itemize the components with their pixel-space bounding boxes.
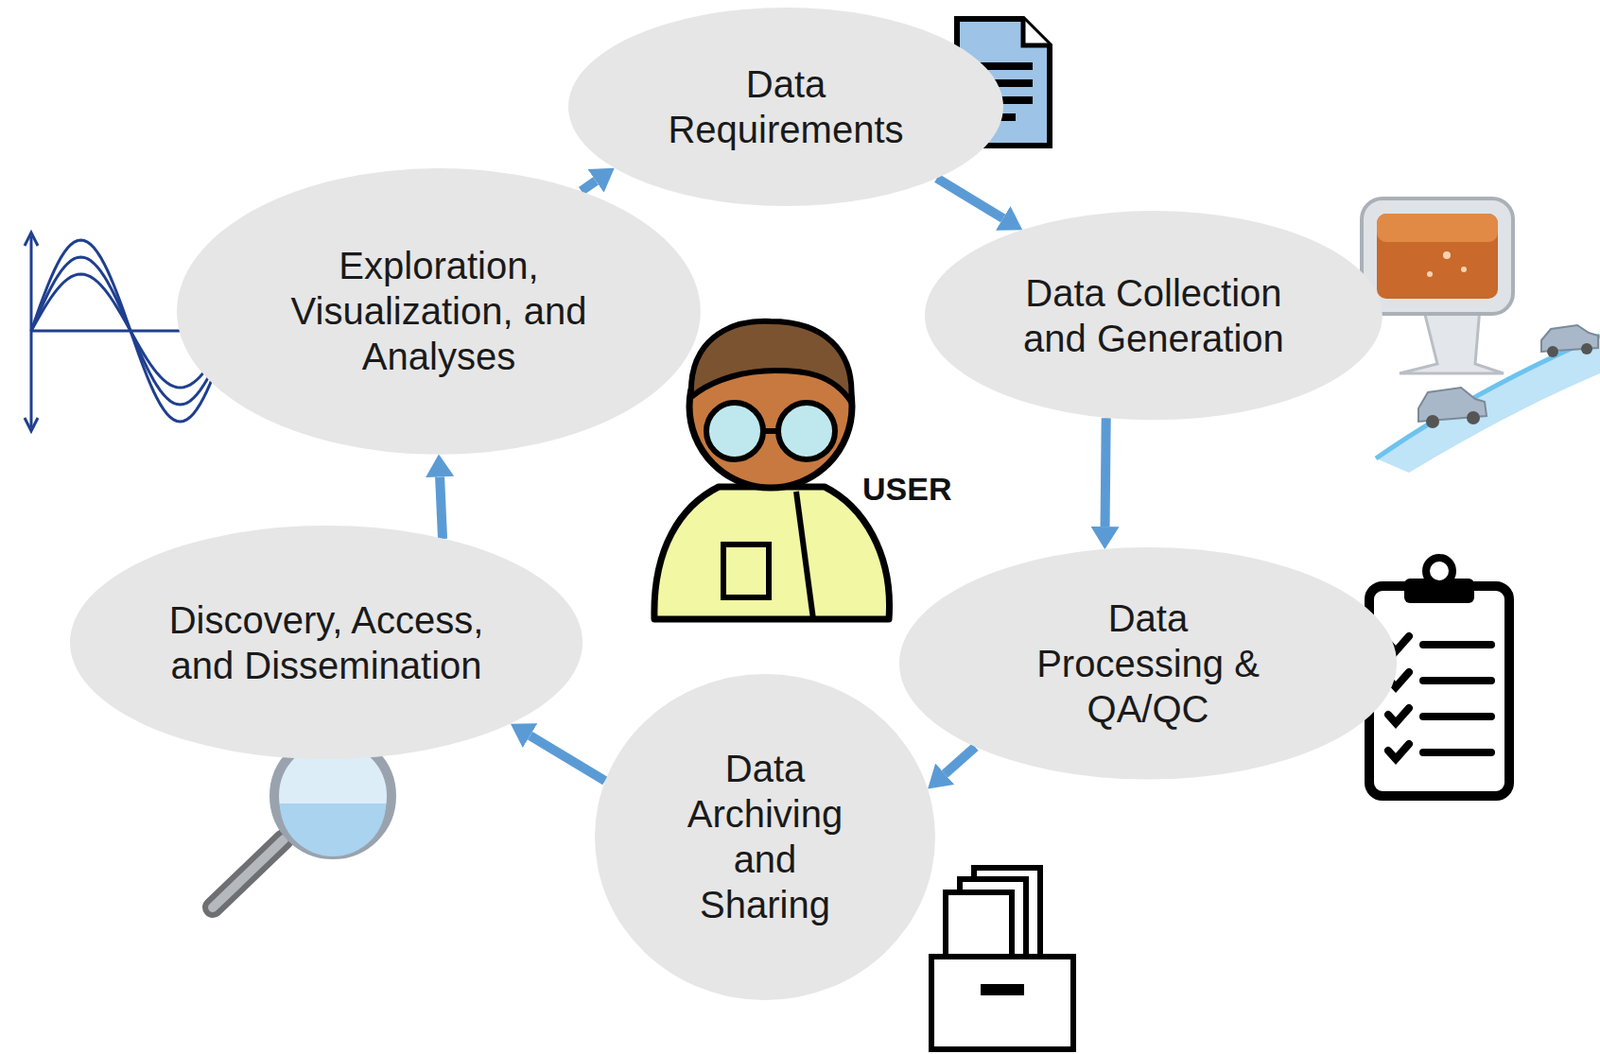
flow-arrow <box>937 178 1004 219</box>
flow-arrow <box>581 180 596 192</box>
ellipse-outline <box>594 674 936 1001</box>
flow-arrow <box>530 735 606 782</box>
simulator-icon <box>1361 198 1600 473</box>
stage-label: Data Collection and Generation <box>1002 270 1305 362</box>
stage-ellipse: Data Processing & QA/QC <box>899 547 1397 780</box>
stage-ellipse: Data Requirements <box>568 7 1004 207</box>
flow-arrow <box>944 747 975 774</box>
stage-ellipse: Discovery, Access, and Dissemination <box>69 525 583 760</box>
stage-ellipse: Data Archiving and Sharing <box>594 674 936 1001</box>
magnifier-icon <box>212 737 392 908</box>
user-figure <box>654 321 890 620</box>
flow-arrow <box>1105 417 1107 527</box>
stage-label: Data Archiving and Sharing <box>670 746 860 928</box>
stage-ellipse: Data Collection and Generation <box>924 210 1383 420</box>
flow-arrow <box>439 476 443 540</box>
stage-label: Data Requirements <box>653 61 919 153</box>
ellipse-outline <box>568 7 1004 207</box>
stage-label: Exploration, Visualization, and Analyses <box>268 243 609 380</box>
ellipse-outline <box>69 525 583 760</box>
ellipse-outline <box>924 210 1383 420</box>
figure-label: USER <box>862 470 952 508</box>
stage-label: Data Processing & QA/QC <box>1015 595 1281 732</box>
stage-ellipse: Exploration, Visualization, and Analyses <box>176 168 701 455</box>
stage-label: Discovery, Access, and Dissemination <box>146 597 506 689</box>
archive-box-icon <box>931 868 1074 1050</box>
